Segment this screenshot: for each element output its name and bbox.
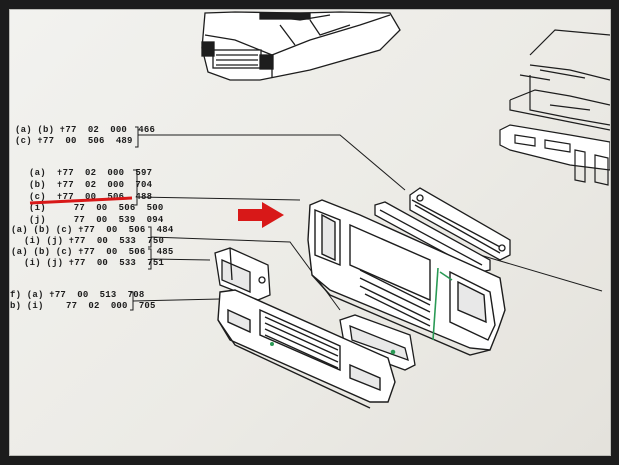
part-number-g5-2: b) (i) 77 02 000 705 (10, 301, 156, 311)
leader-line-g4 (150, 258, 211, 261)
front-panel-frame (307, 199, 506, 356)
part-number-g3-1: (a) (b) (c) ✝77 00 506 484 (11, 225, 174, 235)
bracket-g2 (133, 169, 138, 206)
leader-line-g5 (132, 298, 221, 302)
car-body-sketch (201, 11, 401, 81)
arrow-right-icon (238, 202, 284, 228)
part-number-g5-1: f) (a) ✝77 00 513 708 (10, 290, 145, 300)
bracket-g4 (148, 248, 152, 270)
leader-line-g1 (138, 134, 406, 191)
leader-line-right (479, 254, 603, 292)
part-number-g2-4: (i) 77 00 506 500 (29, 203, 164, 213)
part-number-g3-2: (i) (j) ✝77 00 533 750 (24, 236, 165, 246)
part-number-g4-1: (a) (b) (c) ✝77 00 506 485 (11, 247, 174, 257)
parts-diagram-sheet: (a) (b) ✝77 02 000 466 (c) ✝77 00 506 48… (9, 9, 611, 456)
part-number-g2-2: (b) ✝77 02 000 704 (29, 180, 153, 190)
part-number-g4-2: (i) (j) ✝77 00 533 751 (24, 258, 165, 268)
lower-grille-panel (217, 289, 396, 409)
part-number-g2-5: (j) 77 00 539 094 (29, 215, 164, 225)
part-number-g1-1: (a) (b) ✝77 02 000 466 (15, 125, 156, 135)
bracket-g1 (135, 126, 139, 148)
leader-line-g2 (136, 196, 301, 201)
green-pencil-marks (269, 267, 453, 355)
headlight-bucket-left (214, 247, 271, 301)
part-number-g2-1: (a) ✝77 02 000 597 (29, 168, 153, 178)
bracket-g3 (148, 226, 152, 248)
exploded-view-drawing (29, 11, 610, 409)
red-underline-highlight (29, 196, 133, 205)
chassis-frame-sketch (499, 29, 610, 186)
part-number-g1-2: (c) ✝77 00 506 489 (15, 136, 133, 146)
bracket-g5 (130, 291, 134, 311)
upper-crossmember (374, 187, 511, 273)
